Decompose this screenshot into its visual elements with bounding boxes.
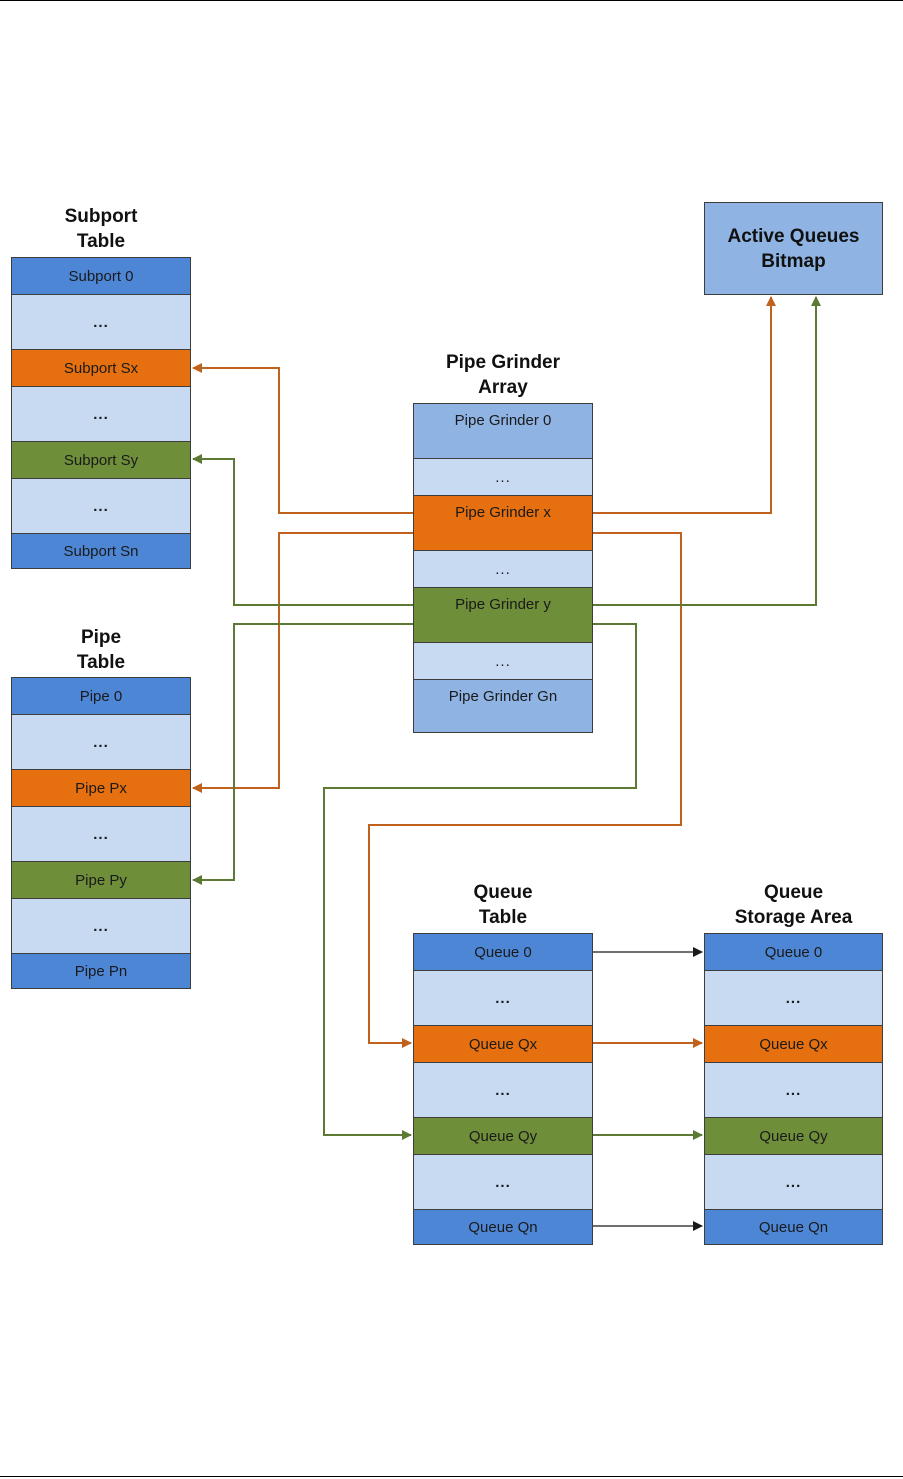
bottom-rule	[0, 1476, 903, 1477]
storage-row-ellipsis-3: ...	[705, 1155, 882, 1210]
queue-row-ellipsis-1: ...	[414, 971, 592, 1026]
pipe-table-title-line1: Pipe	[80, 627, 122, 648]
queue-table-title-line2: Table	[478, 907, 528, 928]
subport-table-title-line1: Subport	[64, 206, 138, 227]
queue-row-ellipsis-3: ...	[414, 1155, 592, 1210]
grinder-row-ellipsis-2: ...	[414, 551, 592, 588]
subport-row-ellipsis-2: ...	[12, 387, 190, 442]
grinder-row-y: Pipe Grinder y	[414, 588, 592, 643]
subport-row-sx: Subport Sx	[12, 350, 190, 387]
pipe-row-pn: Pipe Pn	[12, 954, 190, 988]
subport-row-ellipsis-3: ...	[12, 479, 190, 534]
pipe-row-0: Pipe 0	[12, 678, 190, 715]
pipe-grinder-array-title-line2: Array	[478, 377, 528, 398]
pipe-table: Pipe 0 ... Pipe Px ... Pipe Py ... Pipe …	[11, 677, 191, 989]
storage-row-qn: Queue Qn	[705, 1210, 882, 1244]
pipe-grinder-array-title-line1: Pipe Grinder	[445, 352, 561, 373]
queue-storage-area-title: Queue Storage Area	[704, 880, 883, 930]
pipe-row-px: Pipe Px	[12, 770, 190, 807]
subport-row-sy: Subport Sy	[12, 442, 190, 479]
subport-row-ellipsis-1: ...	[12, 295, 190, 350]
active-queues-bitmap-line1: Active Queues	[727, 225, 860, 247]
storage-row-qx: Queue Qx	[705, 1026, 882, 1063]
pipe-table-title-line2: Table	[76, 652, 126, 673]
queue-table-title-line1: Queue	[473, 882, 533, 903]
queue-row-ellipsis-2: ...	[414, 1063, 592, 1118]
pipe-grinder-array: Pipe Grinder 0 ... Pipe Grinder x ... Pi…	[413, 403, 593, 733]
grinder-row-ellipsis-3: ...	[414, 643, 592, 680]
queue-row-0: Queue 0	[414, 934, 592, 971]
grinder-row-x: Pipe Grinder x	[414, 496, 592, 551]
arrow-grinder-y-to-subport-sy	[192, 454, 414, 606]
top-rule	[0, 0, 903, 1]
storage-row-ellipsis-2: ...	[705, 1063, 882, 1118]
arrow-grinder-x-to-pipe-px	[192, 532, 414, 793]
arrow-grinder-x-to-subport-sx	[192, 363, 414, 514]
grinder-row-ellipsis-1: ...	[414, 459, 592, 496]
storage-row-ellipsis-1: ...	[705, 971, 882, 1026]
subport-table: Subport 0 ... Subport Sx ... Subport Sy …	[11, 257, 191, 569]
queue-storage-area-title-line1: Queue	[763, 882, 824, 903]
arrow-grinder-x-to-bitmap	[593, 296, 776, 514]
pipe-grinder-array-title: Pipe Grinder Array	[413, 350, 593, 400]
storage-row-0: Queue 0	[705, 934, 882, 971]
active-queues-bitmap-line2: Bitmap	[761, 250, 826, 272]
grinder-row-gn: Pipe Grinder Gn	[414, 680, 592, 732]
arrow-grinder-y-to-pipe-py	[192, 623, 414, 885]
pipe-table-title: Pipe Table	[11, 625, 191, 675]
queue-storage-area: Queue 0 ... Queue Qx ... Queue Qy ... Qu…	[704, 933, 883, 1245]
pipe-row-py: Pipe Py	[12, 862, 190, 899]
subport-table-title: Subport Table	[11, 204, 191, 254]
queue-row-qn: Queue Qn	[414, 1210, 592, 1244]
queue-table: Queue 0 ... Queue Qx ... Queue Qy ... Qu…	[413, 933, 593, 1245]
pipe-row-ellipsis-1: ...	[12, 715, 190, 770]
grinder-row-0: Pipe Grinder 0	[414, 404, 592, 459]
queue-storage-area-title-line2: Storage Area	[734, 907, 853, 928]
subport-row-sn: Subport Sn	[12, 534, 190, 568]
arrow-grinder-y-to-bitmap	[593, 296, 821, 606]
queue-row-qx: Queue Qx	[414, 1026, 592, 1063]
arrow-grinder-x-to-queue-qx	[368, 532, 682, 1048]
arrow-grinder-y-to-queue-qy	[323, 623, 637, 1140]
pipe-row-ellipsis-3: ...	[12, 899, 190, 954]
active-queues-bitmap: Active Queues Bitmap	[704, 202, 883, 295]
storage-row-qy: Queue Qy	[705, 1118, 882, 1155]
pipe-row-ellipsis-2: ...	[12, 807, 190, 862]
queue-table-title: Queue Table	[413, 880, 593, 930]
queue-row-qy: Queue Qy	[414, 1118, 592, 1155]
subport-table-title-line2: Table	[76, 231, 126, 252]
subport-row-0: Subport 0	[12, 258, 190, 295]
